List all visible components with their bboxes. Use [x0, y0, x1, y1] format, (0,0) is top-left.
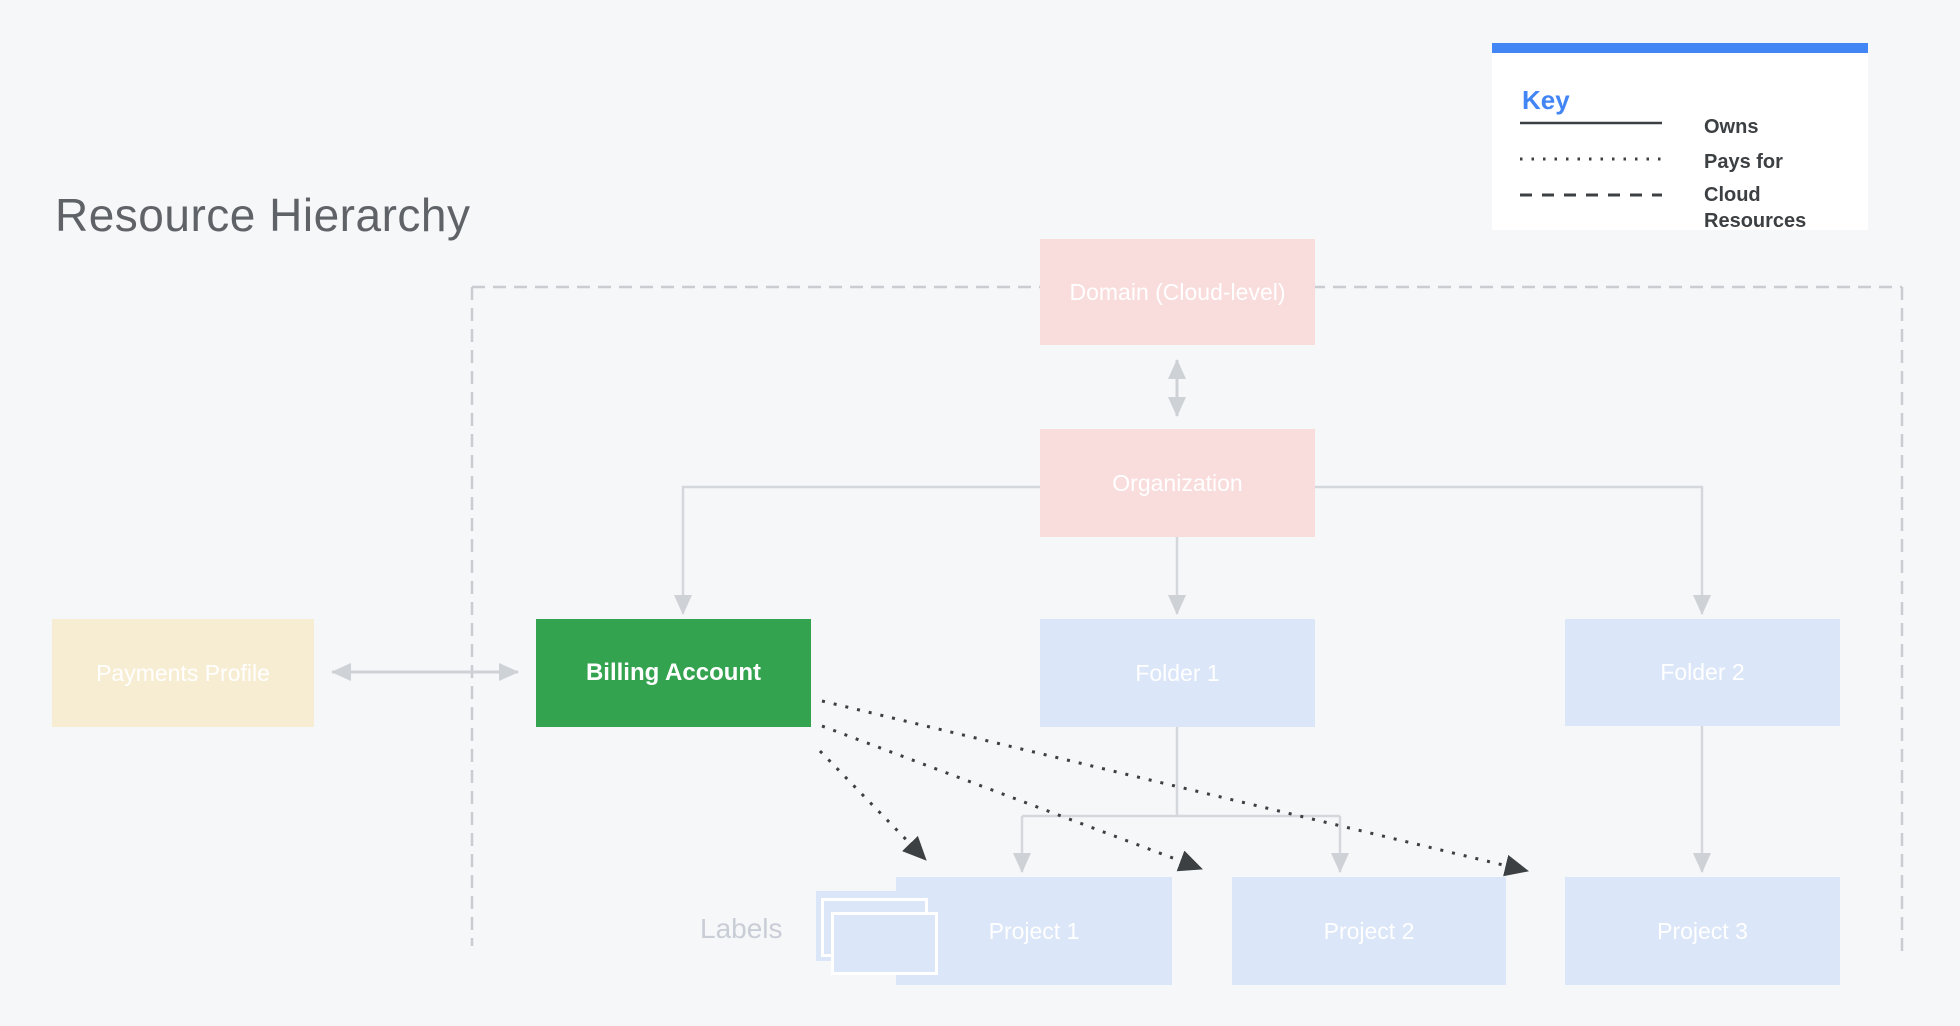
page-title: Resource Hierarchy	[55, 189, 471, 241]
node-project-2: Project 2	[1232, 877, 1506, 985]
node-organization-label: Organization	[1112, 469, 1243, 496]
node-folder-1: Folder 1	[1040, 619, 1315, 727]
pays-for-arrow-billing-project1	[818, 749, 928, 862]
node-folder-1-label: Folder 1	[1135, 659, 1220, 686]
node-folder-2-label: Folder 2	[1660, 659, 1745, 685]
pays-for-arrow-billing-project3	[821, 699, 1529, 877]
key-cloud-resources-label: Cloud Resources	[1704, 184, 1807, 232]
key-pays-for-label: Pays for	[1704, 151, 1783, 173]
node-billing-account: Billing Account	[536, 619, 811, 727]
node-folder-2: Folder 2	[1565, 619, 1840, 726]
node-project-3-label: Project 3	[1657, 917, 1748, 944]
node-project-1-label: Project 1	[988, 917, 1080, 944]
pays-for-arrow-billing-project2	[821, 724, 1203, 872]
node-project-1: Project 1	[896, 877, 1172, 985]
key-owns-label: Owns	[1704, 116, 1759, 138]
dashed-line-sample	[1520, 193, 1662, 197]
solid-line-sample	[1520, 121, 1662, 125]
node-domain-label: Domain (Cloud-level)	[1069, 278, 1286, 305]
node-organization: Organization	[1040, 429, 1315, 537]
key-panel: Key Owns Pays for Cloud Resources	[1492, 43, 1868, 232]
dotted-line-sample	[1520, 157, 1662, 161]
node-payments-profile-label: Payments Profile	[96, 659, 270, 686]
node-project-2-label: Project 2	[1323, 917, 1415, 944]
node-project-3: Project 3	[1565, 877, 1840, 985]
owns-connector-organization-folder2	[1315, 485, 1711, 615]
node-payments-profile: Payments Profile	[52, 619, 314, 727]
key-title: Key	[1522, 85, 1570, 115]
owns-connector-organization-billing	[674, 485, 1040, 615]
node-billing-account-label: Billing Account	[585, 659, 762, 686]
key-accent-bar	[1492, 43, 1868, 53]
node-domain: Domain (Cloud-level)	[1040, 239, 1315, 345]
